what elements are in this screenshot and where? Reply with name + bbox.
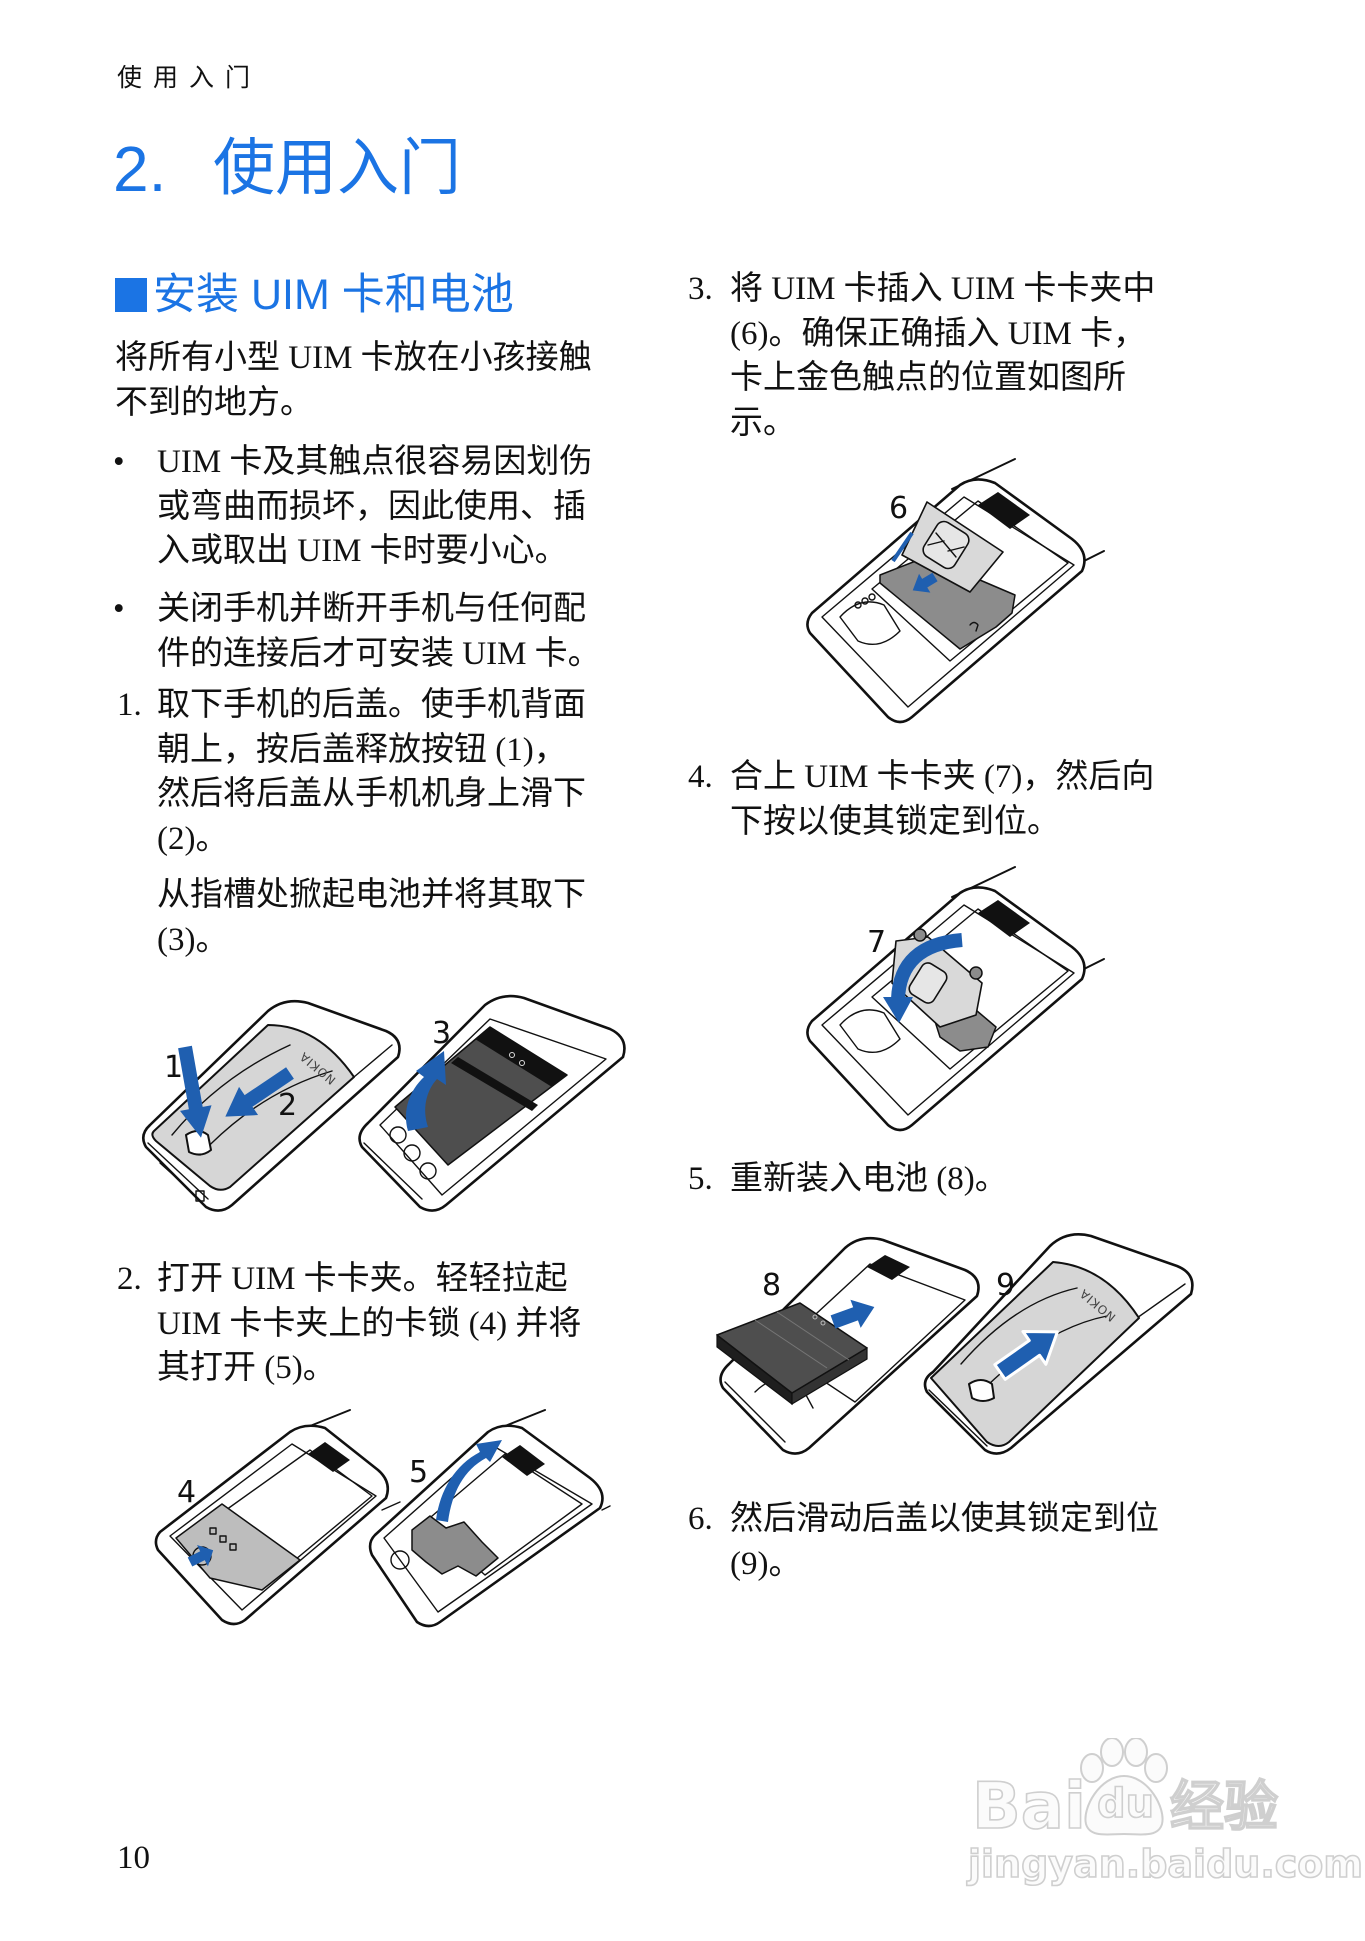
text-line: 将 UIM 卡插入 UIM 卡卡夹中	[730, 271, 1156, 307]
figure-label: 4	[177, 1475, 196, 1510]
text-line: 然后滑动后盖以使其锁定到位	[730, 1501, 1159, 1537]
card-edge-highlight	[891, 531, 914, 563]
step-number: 3.	[688, 271, 713, 307]
step-5: 5. 重新装入电池 (8)。	[688, 1157, 1008, 1202]
text-line: 其打开 (5)。	[157, 1350, 336, 1386]
figure-open-uim-holder: 4 5	[150, 1409, 611, 1635]
text-line: 从指槽处掀起电池并将其取下	[157, 877, 586, 913]
arrow-lift-icon	[405, 1051, 446, 1131]
step-6: 6. 然后滑动后盖以使其锁定到位 (9)。	[688, 1497, 1159, 1586]
arrow-down-icon	[178, 1045, 212, 1138]
bullet-icon: •	[113, 444, 125, 480]
step-number: 1.	[117, 687, 142, 723]
page-number: 10	[117, 1840, 150, 1876]
phone-closing-holder	[806, 866, 1105, 1132]
step-number: 6.	[688, 1501, 713, 1537]
step-3: 3. 将 UIM 卡插入 UIM 卡卡夹中 (6)。确保正确插入 UIM 卡， …	[688, 267, 1156, 445]
uim-card	[901, 501, 1004, 593]
text-line: 不到的地方。	[115, 384, 313, 421]
figure-label: 9	[996, 1268, 1015, 1303]
text-line: (9)。	[730, 1545, 802, 1582]
step-number: 2.	[117, 1261, 142, 1297]
text-line: (2)。	[157, 820, 229, 857]
figure-replace-battery-and-cover: 8 NOKIA 9	[715, 1222, 1200, 1467]
step-number: 4.	[688, 759, 713, 795]
bullet-item: • UIM 卡及其触点很容易因划伤 或弯曲而损坏，因此使用、插 入或取出 UIM…	[113, 440, 593, 574]
bullet-icon: •	[113, 591, 125, 627]
chapter-number: 2.	[113, 133, 167, 205]
text-line: 合上 UIM 卡卡夹 (7)，然后向	[730, 759, 1155, 795]
text-line: (6)。确保正确插入 UIM 卡，	[730, 315, 1147, 352]
arrow-slide-cover-icon	[993, 1330, 1059, 1381]
phone-with-cover: NOKIA	[141, 999, 401, 1212]
text-line: 入或取出 UIM 卡时要小心。	[157, 533, 568, 569]
text-line: 关闭手机并断开手机与任何配	[157, 591, 586, 627]
arrow-insert-battery-icon	[830, 1299, 875, 1329]
text-line: 然后将后盖从手机机身上滑下	[157, 776, 586, 812]
phone-sliding-cover: NOKIA	[923, 1233, 1194, 1455]
arrow-close-icon	[891, 933, 963, 1000]
step-number: 5.	[688, 1161, 713, 1197]
text-line: UIM 卡及其触点很容易因划伤	[157, 444, 593, 480]
step-4: 4. 合上 UIM 卡卡夹 (7)，然后向 下按以使其锁定到位。	[688, 755, 1155, 844]
arrow-close-head-icon	[883, 997, 913, 1023]
paw-icon	[1080, 1738, 1168, 1836]
battery	[716, 1302, 868, 1406]
figure-label: 3	[432, 1016, 451, 1051]
text-line: 示。	[730, 404, 796, 441]
intro-paragraph: 将所有小型 UIM 卡放在小孩接触 不到的地方。	[115, 336, 592, 425]
text-line: 卡上金色触点的位置如图所	[730, 360, 1126, 396]
figure-label: 5	[409, 1455, 428, 1490]
text-line: 朝上，按后盖释放按钮 (1)，	[157, 731, 567, 768]
figure-label: 6	[889, 491, 908, 526]
text-line: 打开 UIM 卡卡夹。轻轻拉起	[157, 1261, 568, 1297]
watermark-brand-du: du	[1096, 1781, 1155, 1827]
arrow-open-icon	[436, 1440, 502, 1522]
step-1-extra: 从指槽处掀起电池并将其取下 (3)。	[157, 873, 586, 962]
figure-label: 1	[164, 1050, 183, 1085]
figure-close-uim-holder: 7	[800, 865, 1105, 1135]
text-line: UIM 卡卡夹上的卡锁 (4) 并将	[157, 1305, 582, 1342]
text-line: 取下手机的后盖。使手机背面	[157, 687, 586, 723]
figure-label: 7	[867, 925, 886, 960]
running-header: 使用入门	[117, 64, 262, 92]
text-line: 下按以使其锁定到位。	[730, 803, 1060, 840]
text-line: (3)。	[157, 921, 229, 958]
figure-label: 2	[278, 1088, 297, 1123]
arrow-push-icon	[187, 1544, 214, 1567]
figure-label: 8	[762, 1268, 781, 1303]
watermark-url: jingyan.baidu.com	[967, 1841, 1364, 1887]
phone-holder-locked	[154, 1409, 401, 1626]
section-title: 安装 UIM 卡和电池	[153, 271, 514, 319]
watermark-brand: Bai	[971, 1770, 1087, 1844]
text-line: 件的连接后才可安装 UIM 卡。	[157, 635, 601, 672]
chapter-title: 使用入门	[213, 134, 462, 203]
text-line: 或弯曲而损坏，因此使用、插	[157, 488, 586, 525]
watermark-product: 经验	[1169, 1775, 1279, 1839]
figure-insert-uim-card: 6	[800, 455, 1105, 730]
section-marker-icon	[115, 278, 147, 312]
figure-remove-cover-and-battery: NOKIA 1 2 3	[140, 985, 626, 1215]
step-2: 2. 打开 UIM 卡卡夹。轻轻拉起 UIM 卡卡夹上的卡锁 (4) 并将 其打…	[117, 1257, 582, 1391]
phone-open-battery	[358, 994, 626, 1212]
bullet-item: • 关闭手机并断开手机与任何配 件的连接后才可安装 UIM 卡。	[113, 587, 601, 676]
phone-open-holder	[806, 458, 1105, 724]
text-line: 重新装入电池 (8)。	[730, 1161, 1008, 1197]
step-1: 1. 取下手机的后盖。使手机背面 朝上，按后盖释放按钮 (1)， 然后将后盖从手…	[117, 683, 586, 861]
arrow-slide-icon	[225, 1067, 294, 1117]
arrow-insert-icon	[912, 572, 938, 593]
phone-inserting-battery	[716, 1236, 980, 1455]
phone-holder-open	[368, 1409, 611, 1628]
text-line: 将所有小型 UIM 卡放在小孩接触	[115, 340, 592, 376]
